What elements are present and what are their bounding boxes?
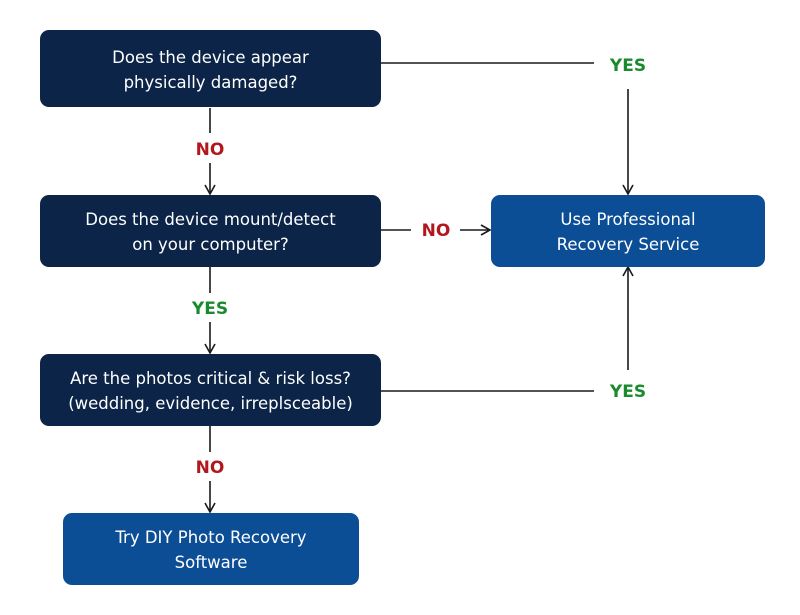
node-diy-line-2: Software xyxy=(175,553,248,572)
node-mount-line-1: Does the device mount/detect xyxy=(85,210,336,229)
node-professional-line-1: Use Professional xyxy=(560,210,695,229)
node-critical-line-2: (wedding, evidence, irreplsceable) xyxy=(68,394,353,413)
edge-label-yes-mount: YES xyxy=(191,299,228,319)
node-mount-question: Does the device mount/detect on your com… xyxy=(40,195,381,267)
edge-label-no-critical: NO xyxy=(196,458,225,478)
node-critical-line-1: Are the photos critical & risk loss? xyxy=(70,369,351,388)
node-damaged-line-1: Does the device appear xyxy=(112,48,309,67)
node-mount-line-2: on your computer? xyxy=(132,235,288,254)
node-diy-line-1: Try DIY Photo Recovery xyxy=(114,528,306,547)
node-damaged-line-2: physically damaged? xyxy=(124,73,298,92)
node-damaged-question: Does the device appear physically damage… xyxy=(40,30,381,107)
edge-label-no-mount: NO xyxy=(422,221,451,241)
node-diy-outcome: Try DIY Photo Recovery Software xyxy=(63,513,359,585)
node-critical-question: Are the photos critical & risk loss? (we… xyxy=(40,354,381,426)
edge-label-yes-damaged: YES xyxy=(609,56,646,76)
node-professional-line-2: Recovery Service xyxy=(557,235,700,254)
edge-label-no-damaged: NO xyxy=(196,140,225,160)
node-professional-outcome: Use Professional Recovery Service xyxy=(491,195,765,267)
edge-label-yes-critical: YES xyxy=(609,382,646,402)
